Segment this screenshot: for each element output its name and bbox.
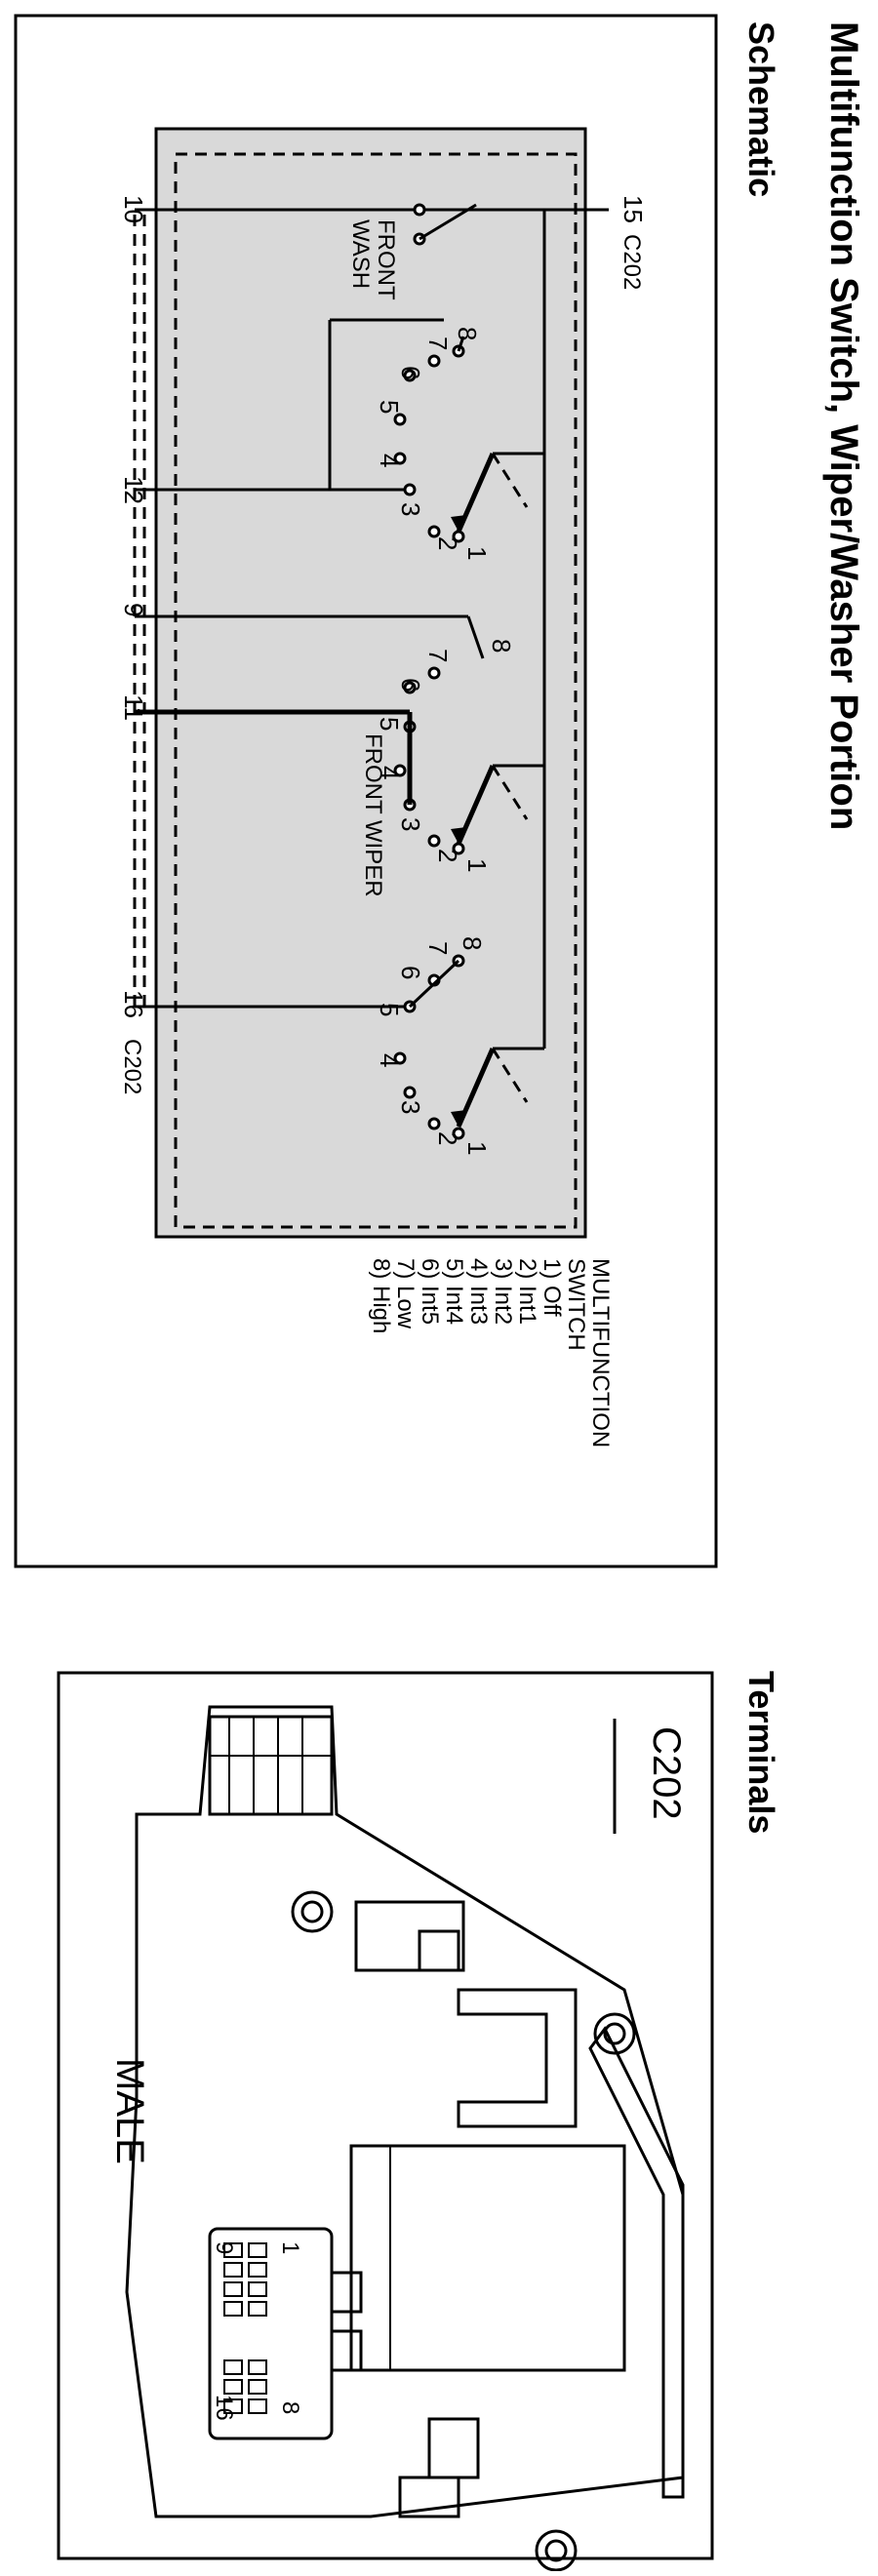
svg-text:5: 5 (375, 717, 404, 731)
pin-10-label: 10 (119, 195, 148, 223)
switch-deck-2 (393, 615, 529, 855)
multifunction-switch-drawing (125, 1705, 685, 2572)
pin-11-label: 11 (119, 694, 148, 721)
svg-text:6: 6 (396, 366, 425, 379)
switch-deck-1 (393, 336, 529, 543)
svg-text:7: 7 (423, 941, 453, 955)
terminals-heading: Terminals (741, 1671, 781, 1834)
legend-line-6: 4) Int3 (465, 1258, 492, 1325)
connector-top-label: C202 (619, 234, 645, 290)
deck-2-position-labels: 1 2 3 4 5 6 7 8 (375, 639, 516, 872)
legend-line-5: 3) Int2 (490, 1258, 516, 1325)
legend-line-9: 7) Low (392, 1258, 419, 1329)
gender-label: MALE (108, 2058, 151, 2164)
front-wash-label-line2: WASH (347, 219, 374, 289)
pin-12-label: 12 (119, 476, 148, 504)
pin-9-label: 9 (119, 603, 148, 616)
wash-contact-a (413, 203, 426, 217)
connector-pin-8-label: 8 (277, 2401, 303, 2414)
svg-text:5: 5 (375, 1003, 404, 1016)
svg-text:5: 5 (375, 400, 404, 414)
pin-15-label: 15 (619, 195, 648, 223)
legend-line-3: 1) Off (539, 1258, 565, 1317)
svg-text:3: 3 (396, 1100, 425, 1114)
deck-3-position-labels: 1 2 3 4 5 6 7 8 (375, 936, 492, 1155)
pin-16-label: 16 (119, 990, 148, 1018)
svg-text:4: 4 (375, 1053, 404, 1067)
schematic-heading: Schematic (741, 21, 781, 197)
legend-line-7: 5) Int4 (441, 1258, 467, 1325)
svg-text:4: 4 (375, 766, 404, 779)
terminals-frame (57, 1671, 714, 2560)
svg-text:8: 8 (458, 936, 487, 950)
svg-text:1: 1 (462, 546, 492, 560)
connector-bottom-label: C202 (119, 1039, 145, 1094)
svg-text:8: 8 (453, 327, 482, 340)
svg-text:3: 3 (396, 502, 425, 516)
svg-text:8: 8 (487, 639, 516, 653)
legend-line-8: 6) Int5 (417, 1258, 443, 1325)
front-wash-label-line1: FRONT (373, 219, 399, 300)
switch-body-panel (154, 127, 587, 1239)
legend-line-4: 2) Int1 (514, 1258, 540, 1325)
svg-text:3: 3 (396, 817, 425, 831)
legend-line-10: 8) High (368, 1258, 394, 1333)
front-wiper-label: FRONT WIPER (360, 733, 386, 897)
svg-text:2: 2 (433, 849, 462, 862)
svg-text:1: 1 (462, 858, 492, 872)
switch-legend: MULTIFUNCTION SWITCH 1) Off 2) Int1 3) I… (368, 1258, 614, 1447)
connector-pin-1-label: 1 (277, 2241, 303, 2254)
svg-text:1: 1 (462, 1141, 492, 1155)
switch-deck-3 (393, 954, 529, 1140)
terminals-connector-label: C202 (645, 1726, 688, 1820)
svg-text:7: 7 (423, 337, 453, 350)
connector-pin-16-label: 16 (211, 2395, 237, 2421)
legend-line-2: SWITCH (563, 1258, 589, 1351)
wash-switch-blade (419, 203, 477, 241)
svg-text:2: 2 (433, 536, 462, 550)
svg-text:2: 2 (433, 1131, 462, 1145)
svg-text:6: 6 (396, 966, 425, 979)
page-title: Multifunction Switch, Wiper/Washer Porti… (822, 21, 865, 830)
svg-text:6: 6 (396, 678, 425, 692)
svg-text:4: 4 (375, 454, 404, 467)
connector-pin-9-label: 9 (211, 2241, 237, 2254)
svg-text:7: 7 (423, 649, 453, 662)
switch-body-dashed-outline (174, 152, 578, 1229)
deck-1-position-labels: 1 2 3 4 5 6 7 8 (375, 327, 492, 560)
legend-line-1: MULTIFUNCTION (587, 1258, 614, 1447)
